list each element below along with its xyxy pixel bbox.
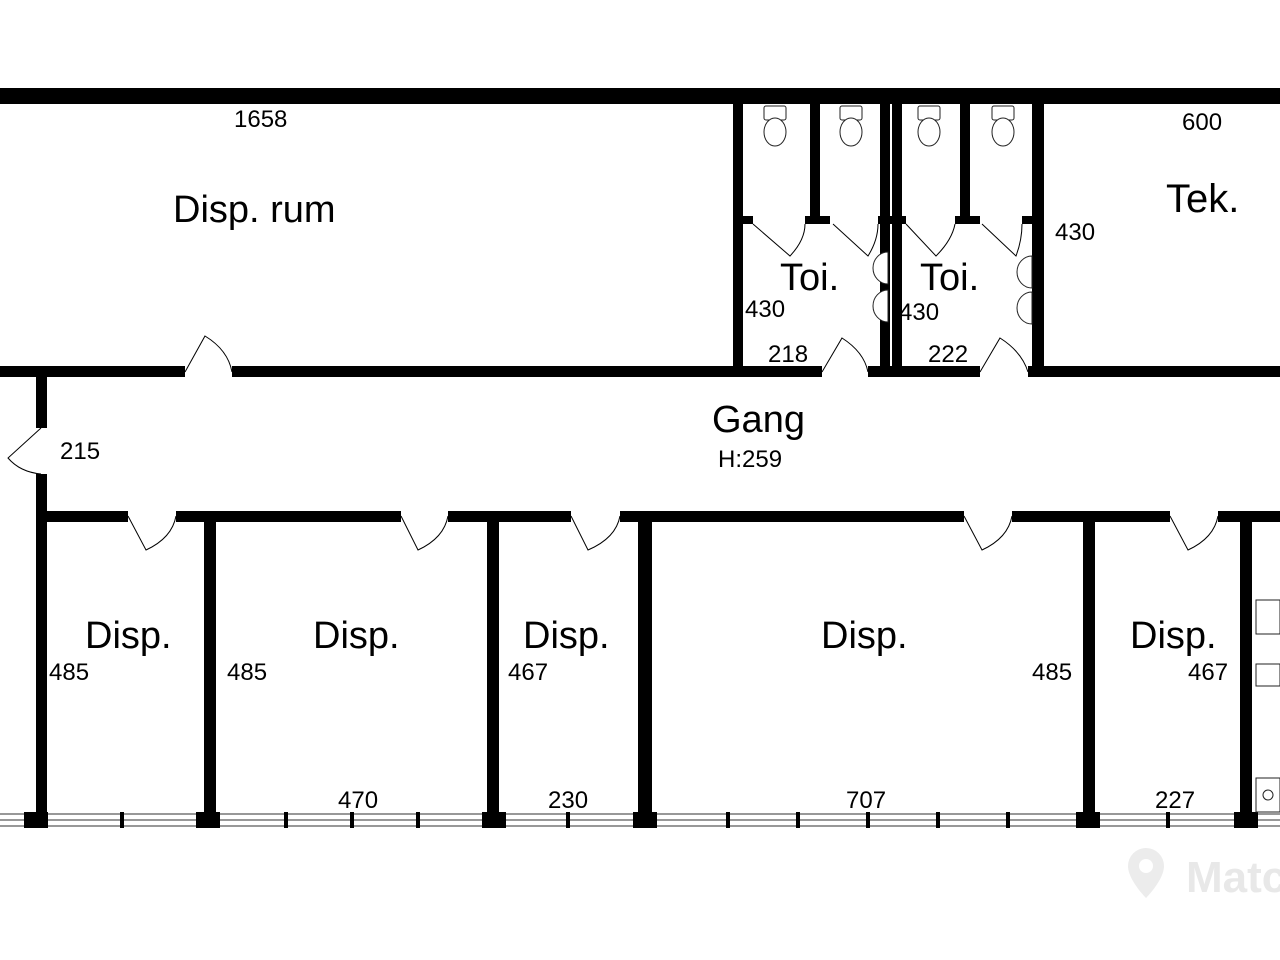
office-wall-5 xyxy=(1240,516,1252,826)
room-label-toilet-1: Toi. xyxy=(780,257,839,299)
stall-stub-4 xyxy=(955,216,980,224)
dim-disp-5-height: 467 xyxy=(1188,659,1228,686)
stall-stub-1 xyxy=(743,216,753,224)
toilet-divider-3 xyxy=(960,98,970,220)
corridor-left-wall-upper xyxy=(36,372,47,428)
door-stall-1[interactable] xyxy=(752,223,806,257)
stall-stub-5 xyxy=(1022,216,1032,224)
stall-stub-3 xyxy=(878,216,906,224)
office-wall-3 xyxy=(638,516,652,826)
room-label-toilet-2: Toi. xyxy=(920,257,979,299)
gang-height-label: H:259 xyxy=(718,446,782,473)
sink-fixture-1 xyxy=(872,251,889,323)
dim-disp-2-height: 485 xyxy=(227,659,267,686)
dim-disp-1-height: 485 xyxy=(49,659,89,686)
dim-tek-height: 430 xyxy=(1055,219,1095,246)
kitchenette-fixture xyxy=(1255,599,1280,813)
room-label-disp-rum: Disp. rum xyxy=(173,189,336,231)
toilet-block-left-wall xyxy=(733,98,743,370)
toilet-block-right-wall xyxy=(1032,98,1044,370)
stall-stub-2 xyxy=(805,216,830,224)
dim-toilet-2-width: 222 xyxy=(928,341,968,368)
door-office-5[interactable] xyxy=(1169,515,1219,551)
toilet-fixture-3 xyxy=(917,105,941,147)
toilet-fixture-4 xyxy=(991,105,1015,147)
office-wall-1 xyxy=(204,516,216,826)
dim-toilet-2-height: 430 xyxy=(899,299,939,326)
dim-toilet-1-height: 430 xyxy=(745,296,785,323)
door-stall-4[interactable] xyxy=(981,223,1023,257)
toilet-divider-2-a xyxy=(880,98,890,370)
corridor-bottom-wall-2 xyxy=(176,511,401,522)
room-label-disp-2: Disp. xyxy=(313,615,400,657)
dim-toilet-1-width: 218 xyxy=(768,341,808,368)
corridor-bottom-wall-3 xyxy=(448,511,571,522)
room-label-gang: Gang xyxy=(712,399,805,441)
dim-tek-width: 600 xyxy=(1182,109,1222,136)
room-label-disp-1: Disp. xyxy=(85,615,172,657)
room-label-disp-4: Disp. xyxy=(821,615,908,657)
dim-disp-rum: 1658 xyxy=(234,106,287,133)
door-toilet-1[interactable] xyxy=(821,337,869,373)
corridor-bottom-wall-4 xyxy=(620,511,964,522)
corridor-top-wall-3 xyxy=(868,366,980,377)
dim-disp-2-width: 470 xyxy=(338,787,378,814)
office-wall-4 xyxy=(1083,516,1095,826)
corridor-top-wall-4 xyxy=(1028,366,1280,377)
top-exterior-wall xyxy=(0,88,1280,104)
watermark: Match xyxy=(1128,848,1280,902)
corridor-top-wall-1 xyxy=(0,366,185,377)
dim-disp-4-width: 707 xyxy=(846,787,886,814)
dim-disp-3-height: 467 xyxy=(508,659,548,686)
door-corridor-end[interactable] xyxy=(7,427,42,475)
bottom-exterior-wall xyxy=(0,812,1280,828)
toilet-fixture-2 xyxy=(839,105,863,147)
door-stall-2[interactable] xyxy=(832,223,879,257)
door-toilet-2[interactable] xyxy=(979,337,1029,373)
dim-disp-4-height: 485 xyxy=(1032,659,1072,686)
toilet-divider-1 xyxy=(810,98,820,220)
office-wall-2 xyxy=(487,516,499,826)
door-stall-3[interactable] xyxy=(905,223,956,257)
watermark-text: Match xyxy=(1186,853,1280,902)
room-label-tek: Tek. xyxy=(1166,177,1239,221)
toilet-fixture-1 xyxy=(763,105,787,147)
corridor-bottom-wall-1 xyxy=(36,511,128,522)
door-office-4[interactable] xyxy=(963,515,1013,551)
room-label-disp-3: Disp. xyxy=(523,615,610,657)
dim-gang: 215 xyxy=(60,438,100,465)
door-disp-rum[interactable] xyxy=(184,335,233,373)
door-office-2[interactable] xyxy=(400,515,449,551)
door-office-1[interactable] xyxy=(127,515,177,551)
dim-disp-3-width: 230 xyxy=(548,787,588,814)
room-label-disp-5: Disp. xyxy=(1130,615,1217,657)
corridor-left-wall-lower xyxy=(36,474,47,826)
door-office-3[interactable] xyxy=(570,515,621,551)
dim-disp-5-width: 227 xyxy=(1155,787,1195,814)
sink-fixture-2 xyxy=(1016,255,1033,325)
toilet-divider-2-b xyxy=(892,98,902,370)
corridor-top-wall-2 xyxy=(232,366,822,377)
